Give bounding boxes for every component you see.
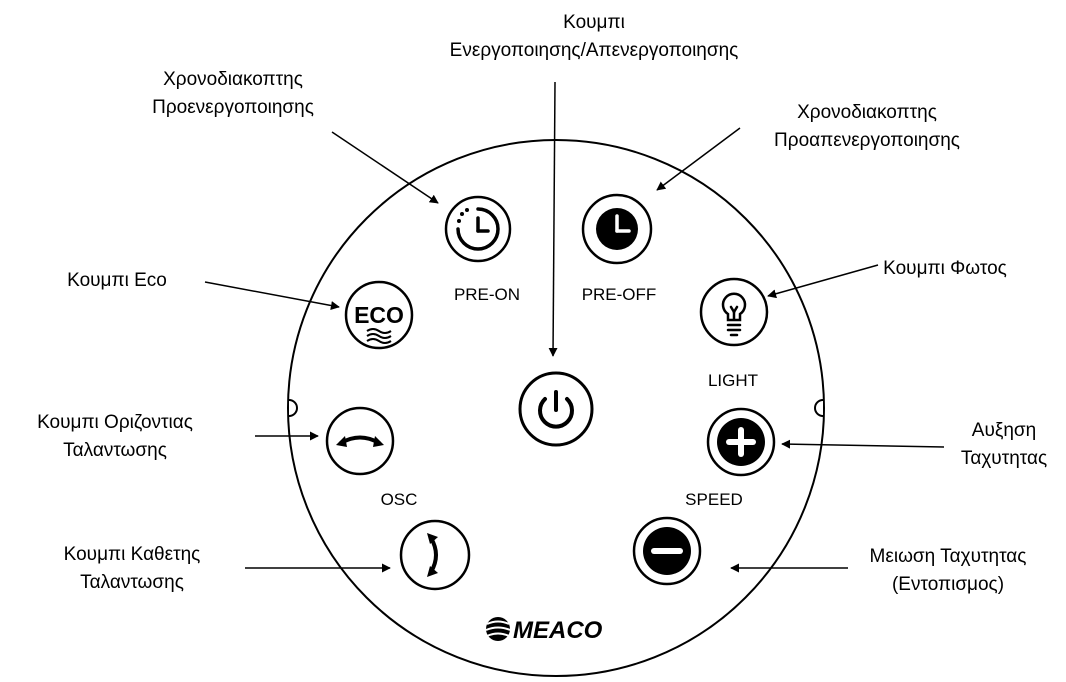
power-callout-line1: Κουμπι [563, 12, 625, 33]
speed-up-callout-line [781, 439, 945, 449]
power-callout-line [548, 81, 558, 357]
meaco-logo: MEACO [485, 617, 603, 644]
light-callout-line1: Κουμπι Φωτος [883, 258, 1007, 279]
speed-down-button[interactable] [632, 516, 702, 586]
speed-down-callout-line1: Μειωση Ταχυτητας [870, 546, 1027, 567]
power-button[interactable] [518, 371, 594, 447]
horizontal-osc-callout-line2: Ταλαντωσης [63, 440, 167, 461]
meaco-logo-icon [485, 617, 511, 641]
light-callout-line [767, 264, 879, 299]
minus-icon [643, 527, 691, 575]
vertical-osc-callout-line2: Ταλαντωσης [80, 572, 184, 593]
plus-icon [717, 418, 765, 466]
light-button[interactable] [699, 277, 769, 347]
eco-button-label: ECO [354, 302, 404, 328]
osc-button[interactable] [325, 406, 395, 476]
pre-on-callout-line [331, 131, 439, 204]
eco-callout-line1: Κουμπι Eco [67, 270, 167, 291]
panel-right-notch [814, 399, 824, 417]
light-label: LIGHT [708, 371, 758, 390]
speed-label: SPEED [685, 490, 743, 509]
speed-up-button[interactable] [706, 407, 776, 477]
speed-up-callout-line2: Ταχυτητας [961, 448, 1047, 469]
vertical-swing-button[interactable] [399, 519, 471, 591]
panel-left-notch [288, 399, 298, 417]
speed-up-callout-line1: Αυξηση [972, 420, 1036, 441]
pre-off-timer-icon [596, 208, 638, 250]
speed-down-callout-line2: (Εντοπισμος) [892, 574, 1004, 595]
lightbulb-icon [721, 292, 747, 337]
pre-on-callout-line1: Χρονοδιακοπτης [163, 69, 303, 90]
pre-off-callout-line1: Χρονοδιακοπτης [797, 102, 937, 123]
vertical-swing-icon [427, 533, 438, 577]
pre-off-label: PRE-OFF [582, 285, 657, 304]
eco-button[interactable]: ECO [344, 280, 414, 350]
pre-off-callout-line [656, 127, 741, 191]
horizontal-swing-icon [336, 435, 384, 447]
power-callout-line2: Ενεργοποιησης/Απενεργοποιησης [450, 40, 739, 61]
callout-lines [204, 81, 945, 573]
pre-on-button[interactable] [444, 195, 512, 263]
pre-off-button[interactable] [581, 193, 653, 265]
eco-icon: ECO [354, 302, 404, 344]
horizontal-osc-callout-line1: Κουμπι Οριζοντιας [37, 412, 193, 433]
pre-on-callout-line2: Προενεργοποιησης [152, 97, 314, 118]
brand-name: MEACO [513, 617, 603, 644]
pre-off-callout-line2: Προαπενεργοποιησης [774, 130, 960, 151]
vertical-osc-callout-line1: Κουμπι Καθετης [64, 544, 201, 565]
power-icon [538, 390, 574, 429]
pre-on-label: PRE-ON [454, 285, 520, 304]
pre-on-timer-icon [456, 207, 500, 251]
control-panel-outline [287, 139, 825, 677]
osc-label: OSC [381, 490, 418, 509]
eco-callout-line [204, 281, 340, 310]
